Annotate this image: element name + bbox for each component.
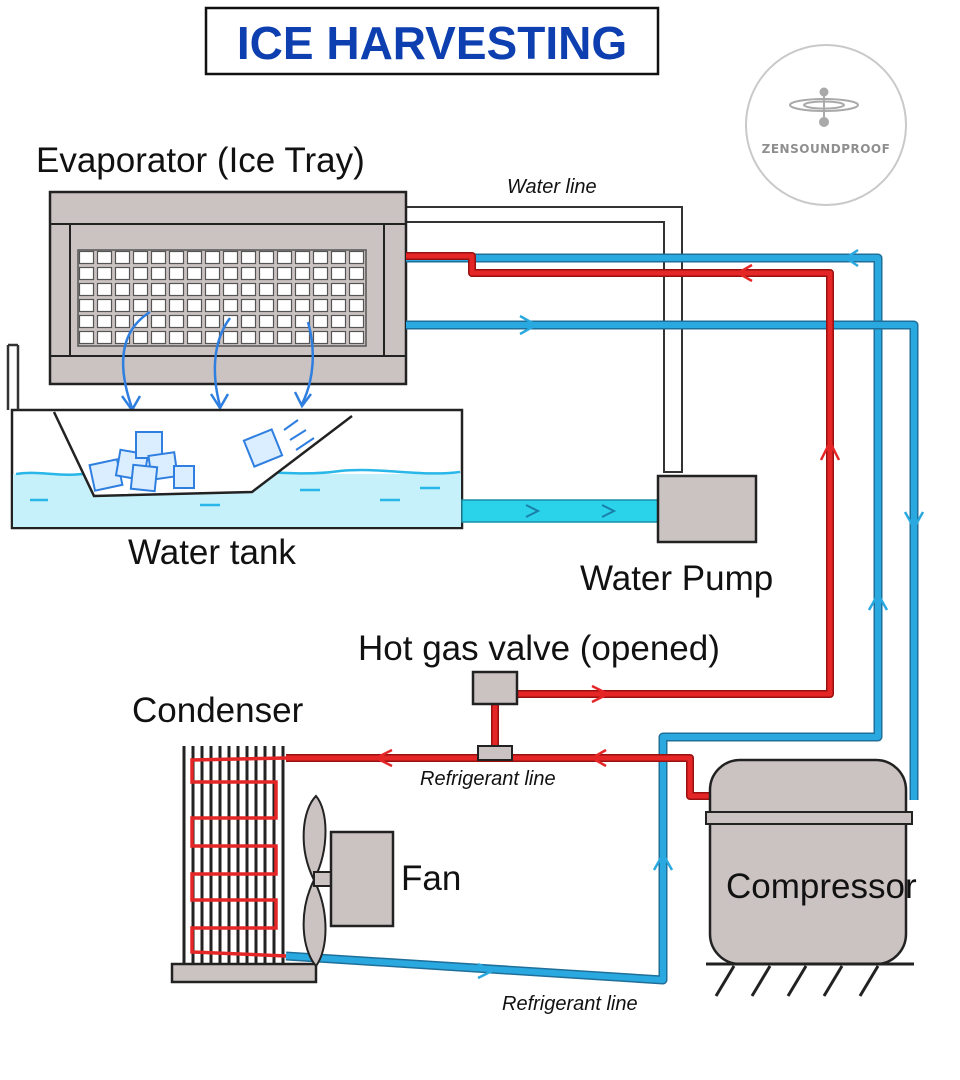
compressor-label: Compressor [726, 867, 917, 906]
condenser-label: Condenser [132, 691, 304, 730]
water-flow-pipe [461, 499, 661, 523]
zensoundproof-logo: ZENSOUNDPROOF [745, 44, 907, 206]
cold-refrigerant-lines [285, 253, 919, 985]
flow-arrow-icon [373, 248, 925, 980]
logo-text: ZENSOUNDPROOF [762, 142, 891, 156]
condenser [170, 746, 318, 984]
water-line-pipe [405, 206, 683, 473]
evaporator-label: Evaporator (Ice Tray) [36, 141, 365, 180]
water-tank [6, 343, 464, 530]
zensoundproof-logo-icon [789, 87, 859, 127]
ice-cube-icon [88, 428, 284, 493]
water-pump [656, 474, 758, 544]
compressor [705, 758, 914, 997]
evaporator-ice-tray [48, 190, 408, 386]
water-line-label: Water line [507, 176, 597, 198]
hot-gas-valve [471, 670, 519, 706]
fan-motor [329, 830, 395, 928]
hot-gas-valve-label: Hot gas valve (opened) [358, 629, 720, 668]
refrigerant-line-top-label: Refrigerant line [420, 768, 556, 790]
tee-fitting [477, 745, 513, 761]
water-tank-label: Water tank [128, 533, 296, 572]
ice-splash-marks [283, 419, 315, 451]
water-pump-label: Water Pump [580, 559, 773, 598]
title-box: ICE HARVESTING [204, 6, 660, 76]
fan-label: Fan [401, 859, 461, 898]
page-title: ICE HARVESTING [237, 17, 627, 69]
fan [302, 794, 395, 968]
fan-blade-icon [302, 794, 333, 968]
refrigerant-line-bottom-label: Refrigerant line [502, 993, 638, 1015]
